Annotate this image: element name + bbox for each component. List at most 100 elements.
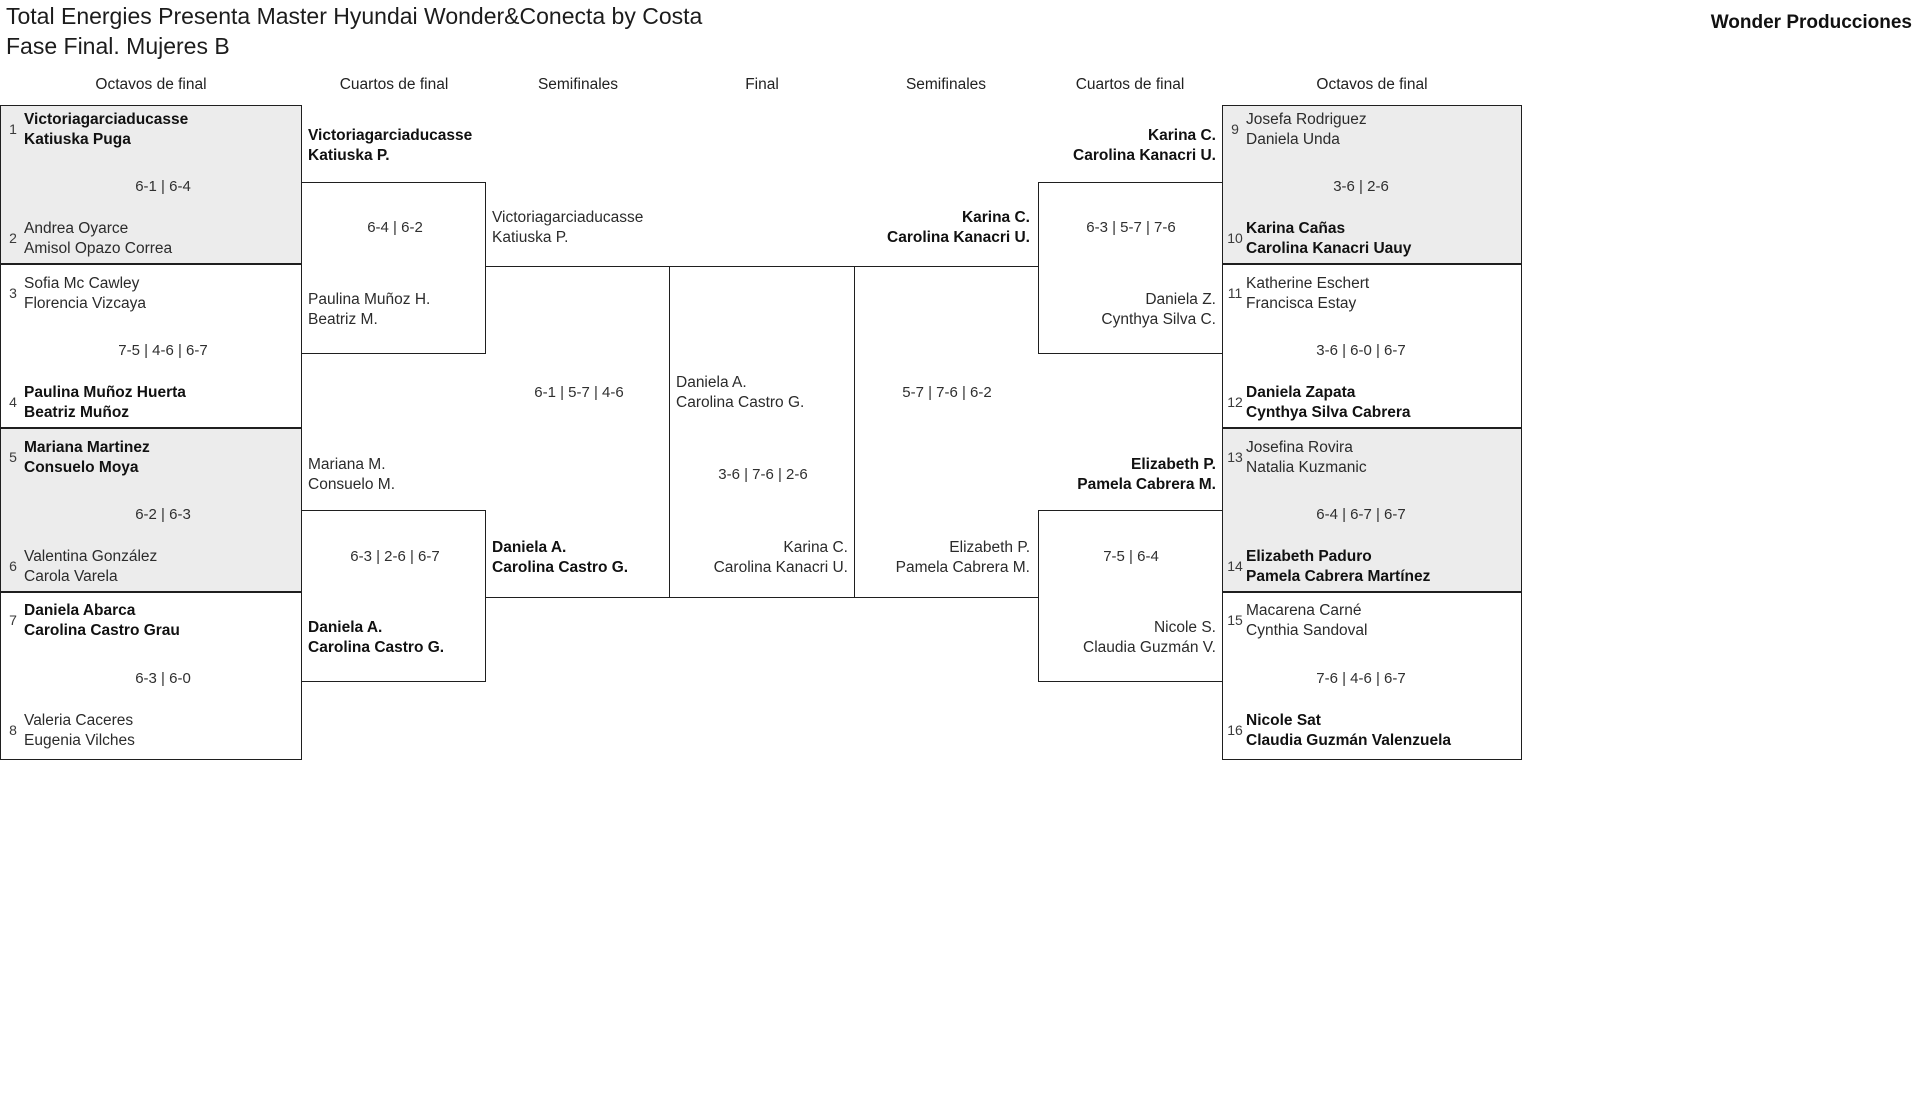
team-names: Valeria Caceres Eugenia Vilches xyxy=(24,712,135,749)
right-sf-connector xyxy=(854,266,1038,598)
left-qf-team-3[interactable]: Mariana M. Consuelo M. xyxy=(308,456,396,493)
round-label-right-qf: Cuartos de final xyxy=(1075,76,1185,93)
team-names: Daniela Zapata Cynthya Silva Cabrera xyxy=(1246,384,1411,421)
left-sf-score: 6-1 | 5-7 | 4-6 xyxy=(534,384,624,401)
left-sf-team-1[interactable]: Victoriagarciaducasse Katiuska P. xyxy=(492,209,644,246)
final-score: 3-6 | 7-6 | 2-6 xyxy=(718,466,808,483)
left-r16-entry-3[interactable]: 3 Sofia Mc Cawley Florencia Vizcaya xyxy=(2,274,300,313)
seed-number: 16 xyxy=(1227,722,1243,738)
left-r16-score-2: 7-5 | 4-6 | 6-7 xyxy=(118,342,208,359)
team-names: Macarena Carné Cynthia Sandoval xyxy=(1246,602,1368,639)
left-r16-score-1: 6-1 | 6-4 xyxy=(135,178,191,195)
team-names: Nicole Sat Claudia Guzmán Valenzuela xyxy=(1246,712,1452,749)
team-names: Katherine Eschert Francisca Estay xyxy=(1246,275,1370,312)
left-qf-team-4[interactable]: Daniela A. Carolina Castro G. xyxy=(308,619,445,656)
right-qf-team-1[interactable]: Karina C. Carolina Kanacri U. xyxy=(1073,127,1216,164)
right-sf-team-1[interactable]: Karina C. Carolina Kanacri U. xyxy=(887,209,1030,246)
seed-number: 6 xyxy=(9,558,17,574)
page-title: Total Energies Presenta Master Hyundai W… xyxy=(6,3,703,59)
team-names: Josefa Rodriguez Daniela Unda xyxy=(1246,111,1367,148)
right-r16-match-3[interactable] xyxy=(1222,428,1522,592)
left-r16-score-3: 6-2 | 6-3 xyxy=(135,506,191,523)
final-connector xyxy=(670,266,854,598)
round-label-final: Final xyxy=(745,76,779,93)
right-r16-score-3: 6-4 | 6-7 | 6-7 xyxy=(1316,506,1406,523)
round-label-right-r16: Octavos de final xyxy=(1316,76,1428,93)
round-label-right-sf: Semifinales xyxy=(905,76,987,93)
round-label-left-r16: Octavos de final xyxy=(95,76,207,93)
right-r16-entry-13[interactable]: 13 Josefina Rovira Natalia Kuzmanic xyxy=(1224,438,1520,477)
right-r16-entry-16[interactable]: 16 Nicole Sat Claudia Guzmán Valenzuela xyxy=(1224,711,1520,750)
left-r16-entry-2[interactable]: 2 Andrea Oyarce Amisol Opazo Correa xyxy=(2,219,300,258)
seed-number: 4 xyxy=(9,394,17,410)
right-sf-score: 5-7 | 7-6 | 6-2 xyxy=(902,384,992,401)
left-r16-entry-4[interactable]: 4 Paulina Muñoz Huerta Beatriz Muñoz xyxy=(2,383,300,422)
seed-number: 2 xyxy=(9,230,17,246)
right-r16-match-2[interactable] xyxy=(1222,264,1522,428)
left-r16-match-2[interactable] xyxy=(0,264,302,428)
right-r16-score-4: 7-6 | 4-6 | 6-7 xyxy=(1316,670,1406,687)
right-r16-score-2: 3-6 | 6-0 | 6-7 xyxy=(1316,342,1406,359)
seed-number: 13 xyxy=(1227,449,1243,465)
right-qf-team-3[interactable]: Elizabeth P. Pamela Cabrera M. xyxy=(1077,456,1216,493)
left-sf-connector xyxy=(486,266,670,598)
right-r16-score-1: 3-6 | 2-6 xyxy=(1333,178,1389,195)
right-r16-entry-15[interactable]: 15 Macarena Carné Cynthia Sandoval xyxy=(1224,601,1520,640)
right-qf-team-2[interactable]: Daniela Z. Cynthya Silva C. xyxy=(1101,291,1216,328)
left-r16-entry-5[interactable]: 5 Mariana Martinez Consuelo Moya xyxy=(2,438,300,477)
seed-number: 3 xyxy=(9,285,17,301)
right-qf-score-1: 6-3 | 5-7 | 7-6 xyxy=(1086,219,1176,236)
seed-number: 5 xyxy=(9,449,17,465)
left-sf-team-2[interactable]: Daniela A. Carolina Castro G. xyxy=(492,539,629,576)
seed-number: 1 xyxy=(9,121,17,137)
left-qf-team-2[interactable]: Paulina Muñoz H. Beatriz M. xyxy=(308,291,431,328)
team-names: Paulina Muñoz Huerta Beatriz Muñoz xyxy=(24,384,186,421)
seed-number: 7 xyxy=(9,612,17,628)
left-r16-match-3[interactable] xyxy=(0,428,302,592)
right-r16-entry-14[interactable]: 14 Elizabeth Paduro Pamela Cabrera Martí… xyxy=(1224,547,1520,586)
seed-number: 15 xyxy=(1227,612,1243,628)
seed-number: 11 xyxy=(1227,285,1243,301)
team-names: Andrea Oyarce Amisol Opazo Correa xyxy=(24,220,173,257)
team-names: Mariana Martinez Consuelo Moya xyxy=(24,439,150,476)
left-r16-entry-7[interactable]: 7 Daniela Abarca Carolina Castro Grau xyxy=(2,601,300,640)
right-r16-match-4[interactable] xyxy=(1222,592,1522,760)
seed-number: 12 xyxy=(1227,394,1243,410)
left-r16-match-4[interactable] xyxy=(0,592,302,760)
left-r16-entry-8[interactable]: 8 Valeria Caceres Eugenia Vilches xyxy=(2,711,300,750)
final-team-right[interactable]: Karina C. Carolina Kanacri U. xyxy=(713,539,848,576)
brand-label: Wonder Producciones xyxy=(1710,12,1912,33)
team-names: Victoriagarciaducasse Katiuska Puga xyxy=(24,111,189,148)
left-r16-entry-1[interactable]: 1 Victoriagarciaducasse Katiuska Puga xyxy=(2,110,300,149)
team-names: Karina Cañas Carolina Kanacri Uauy xyxy=(1246,220,1412,257)
team-names: Josefina Rovira Natalia Kuzmanic xyxy=(1246,439,1367,476)
left-qf-connector-2 xyxy=(302,510,486,682)
final-team-left[interactable]: Daniela A. Carolina Castro G. xyxy=(676,374,805,411)
seed-number: 9 xyxy=(1231,121,1239,137)
left-qf-score-1: 6-4 | 6-2 xyxy=(367,219,423,236)
seed-number: 8 xyxy=(9,722,17,738)
right-qf-score-2: 7-5 | 6-4 xyxy=(1103,548,1159,565)
round-label-left-sf: Semifinales xyxy=(537,76,619,93)
right-r16-match-1[interactable] xyxy=(1222,105,1522,264)
left-r16-match-1[interactable] xyxy=(0,105,302,264)
right-qf-connector-1 xyxy=(1038,182,1222,354)
seed-number: 14 xyxy=(1227,558,1243,574)
team-names: Daniela Abarca Carolina Castro Grau xyxy=(24,602,180,639)
right-r16-entry-11[interactable]: 11 Katherine Eschert Francisca Estay xyxy=(1224,274,1520,313)
team-names: Valentina González Carola Varela xyxy=(24,548,158,585)
right-qf-connector-2 xyxy=(1038,510,1222,682)
round-label-left-qf: Cuartos de final xyxy=(339,76,449,93)
right-r16-entry-10[interactable]: 10 Karina Cañas Carolina Kanacri Uauy xyxy=(1224,219,1520,258)
right-r16-entry-12[interactable]: 12 Daniela Zapata Cynthya Silva Cabrera xyxy=(1224,383,1520,422)
page-header: Total Energies Presenta Master Hyundai W… xyxy=(0,0,1920,72)
right-qf-team-4[interactable]: Nicole S. Claudia Guzmán V. xyxy=(1083,619,1216,656)
left-r16-entry-6[interactable]: 6 Valentina González Carola Varela xyxy=(2,547,300,586)
right-sf-team-2[interactable]: Elizabeth P. Pamela Cabrera M. xyxy=(895,539,1030,576)
left-qf-team-1[interactable]: Victoriagarciaducasse Katiuska P. xyxy=(308,127,473,164)
seed-number: 10 xyxy=(1227,230,1243,246)
left-qf-connector-1 xyxy=(302,182,486,354)
team-names: Sofia Mc Cawley Florencia Vizcaya xyxy=(24,275,147,312)
right-r16-entry-9[interactable]: 9 Josefa Rodriguez Daniela Unda xyxy=(1224,110,1520,149)
left-qf-score-2: 6-3 | 2-6 | 6-7 xyxy=(350,548,440,565)
